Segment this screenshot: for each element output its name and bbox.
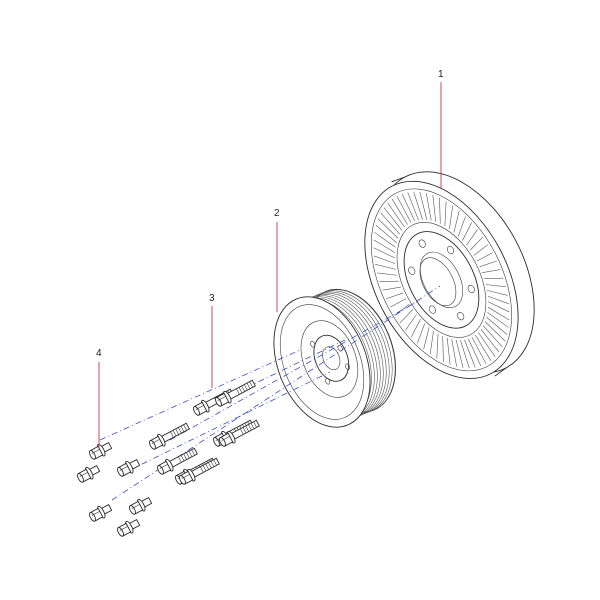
pulley-groove (310, 295, 381, 417)
damper-slot (390, 298, 407, 308)
damper-slot (439, 197, 441, 224)
damper-slot (460, 340, 470, 369)
damper-slot (374, 255, 396, 264)
axis-line (99, 349, 301, 441)
long-bolt (215, 379, 256, 407)
damper-slot (476, 252, 493, 262)
damper-slot (405, 314, 417, 331)
pulley-groove (322, 290, 393, 412)
axis-line (169, 299, 421, 441)
damper-slot (432, 194, 437, 222)
damper-slot (442, 336, 444, 363)
pulley-groove (325, 289, 396, 411)
damper-slot (464, 339, 476, 368)
long-bolt (219, 419, 260, 447)
damper-slot (486, 316, 508, 335)
damper-slot (482, 269, 501, 273)
pulley-groove (316, 292, 387, 415)
damper-slot (399, 309, 413, 324)
callout-2-label: 2 (274, 208, 280, 219)
damper-slot (468, 338, 482, 367)
damper-slot (396, 195, 412, 223)
damper-slot (453, 210, 460, 233)
short-bolt (89, 442, 113, 460)
damper-slot (486, 290, 508, 296)
damper-slot (429, 330, 434, 355)
pulley-groove (304, 297, 375, 419)
damper-slot (386, 292, 404, 300)
damper-slot (487, 306, 510, 321)
callout-4-label: 4 (96, 348, 102, 359)
callout-3-label: 3 (209, 293, 215, 304)
damper-slot (401, 193, 415, 222)
long-bolt (179, 457, 220, 485)
short-bolts (77, 442, 153, 537)
damper-slot (484, 321, 506, 342)
damper-slot (377, 218, 399, 239)
damper-slot (479, 260, 497, 268)
damper-slot (407, 192, 419, 221)
damper-slot (451, 339, 457, 367)
damper-slot (469, 236, 484, 251)
damper-slot (482, 325, 503, 348)
damper-slot (462, 222, 472, 241)
long-bolt (149, 422, 190, 450)
damper-slot (419, 191, 428, 220)
damper-slot (471, 337, 487, 364)
callout-leaders (98, 82, 442, 450)
damper-slot (379, 280, 399, 282)
damper-slot (410, 319, 421, 338)
damper-bolt-holes (408, 239, 475, 321)
short-bolt (117, 519, 141, 537)
damper-slot (457, 216, 466, 237)
damper-slot (380, 212, 400, 235)
damper-slot (485, 284, 506, 288)
long-bolts (149, 379, 260, 485)
damper-slot (478, 332, 496, 358)
damper-slot (436, 333, 439, 359)
short-bolt (77, 465, 101, 483)
damper-slot (487, 295, 509, 305)
damper-slot (475, 334, 492, 361)
damper-slot (375, 225, 397, 243)
short-bolt (117, 459, 141, 477)
damper-slot (383, 207, 403, 231)
damper-slot (377, 272, 398, 276)
damper-slot (394, 303, 410, 316)
damper-slot (466, 229, 478, 246)
short-bolt (89, 504, 113, 522)
damper-slots (373, 191, 510, 369)
callout-1-label: 1 (438, 69, 444, 80)
damper-slot (413, 191, 423, 220)
damper (364, 171, 535, 379)
pulley-groove (319, 291, 390, 413)
damper-slot (417, 323, 425, 344)
pulley-groove (313, 294, 384, 416)
damper-slot (374, 232, 396, 248)
damper-slot (444, 201, 447, 227)
pulley (273, 288, 396, 428)
axis-line (129, 371, 331, 471)
damper-slot (487, 301, 510, 313)
damper-slot (484, 277, 504, 279)
damper-slot (480, 329, 500, 353)
short-bolt (129, 497, 153, 515)
damper-slot (449, 205, 454, 229)
damper-slot (375, 264, 397, 270)
damper-slot (387, 202, 405, 228)
damper-slot (382, 286, 401, 291)
damper-slot (446, 337, 451, 365)
pulley-groove (307, 296, 378, 418)
damper-slot (487, 312, 509, 328)
damper-slot (373, 239, 396, 253)
damper-slot (425, 193, 432, 221)
damper-slot (455, 340, 464, 368)
damper-slot (473, 244, 489, 256)
long-bolt (157, 447, 198, 475)
damper-slot (423, 327, 430, 350)
damper-slot (391, 198, 408, 225)
damper-slot (373, 247, 395, 259)
